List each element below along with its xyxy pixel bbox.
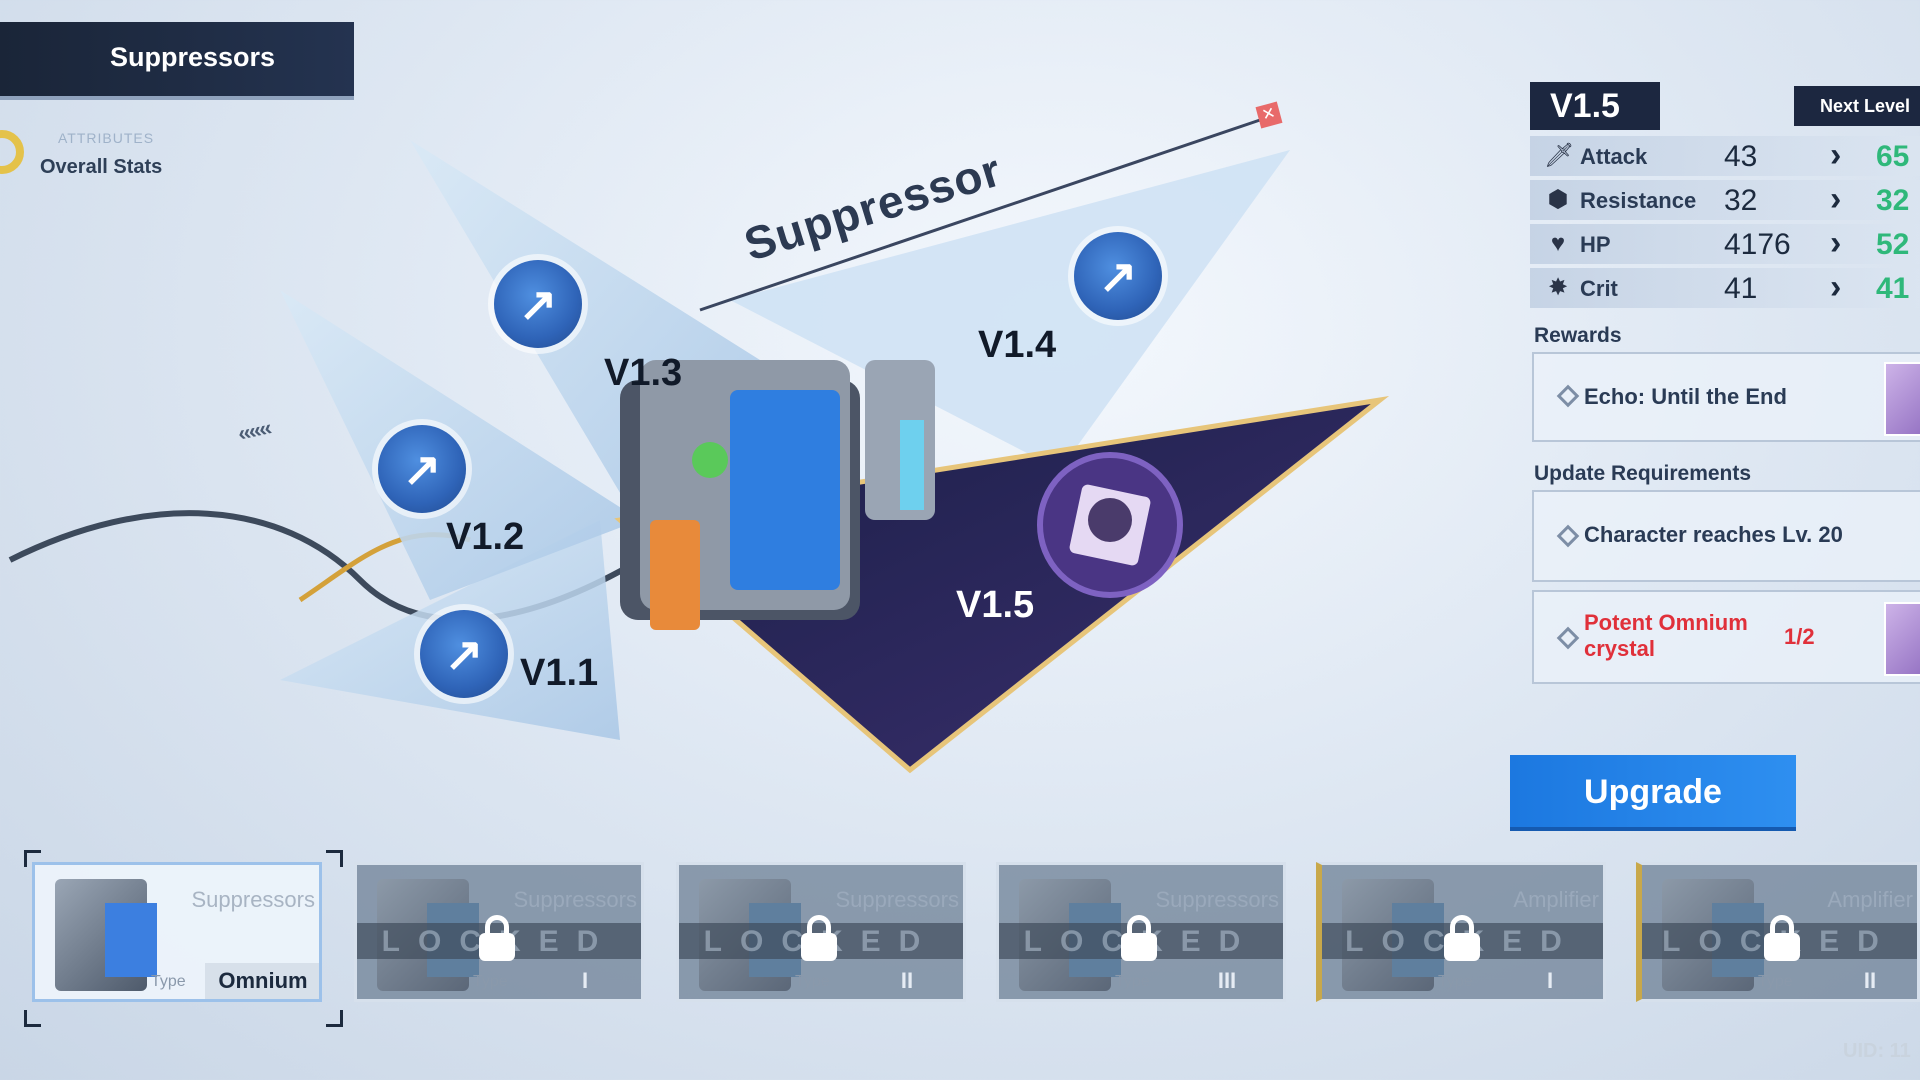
stat-next-value: 65 xyxy=(1876,140,1910,173)
stat-value: 32 xyxy=(1724,184,1758,217)
reward-thumbnail xyxy=(1884,362,1920,436)
uid-label: UID: 11 xyxy=(1843,1040,1911,1062)
suppressor-device xyxy=(620,360,935,630)
diamond-icon xyxy=(1556,524,1580,548)
slot-type-value: I xyxy=(1546,968,1554,993)
version-label-v1-2: V1.2 xyxy=(446,516,525,558)
slot-type-value: II xyxy=(900,968,914,993)
stat-name: HP xyxy=(1580,232,1611,257)
slot-name: Amplifier xyxy=(1513,887,1599,912)
slot-type-value: Omnium xyxy=(205,963,319,999)
reward-name: Echo: Until the End xyxy=(1584,384,1787,409)
material-name-line2: crystal xyxy=(1584,636,1655,661)
slot-name: Suppressors xyxy=(191,887,315,912)
slot-type-label: Type xyxy=(1438,973,1473,990)
lock-icon xyxy=(1764,915,1804,963)
slot-type-label: Type xyxy=(151,973,186,990)
slot-type-label: Type xyxy=(473,973,508,990)
panel-v1-4 xyxy=(730,150,1290,470)
chevron-right-icon: › xyxy=(1830,136,1842,174)
version-label-v1-1: V1.1 xyxy=(520,652,599,694)
material-count: 1/2 xyxy=(1784,624,1815,649)
stat-row-hp: ♥ HP 4176 › 52 xyxy=(1530,224,1920,264)
stat-row-attack: 🗡 Attack 43 › 65 xyxy=(1530,136,1920,176)
slot-name: Amplifier xyxy=(1827,887,1913,912)
selection-bracket xyxy=(326,1010,343,1027)
attributes-icon xyxy=(0,130,24,174)
selection-bracket xyxy=(24,1010,41,1027)
requirement-text: Character reaches Lv. 20 xyxy=(1584,522,1843,547)
next-level-tab[interactable]: Next Level xyxy=(1794,86,1920,126)
version-label-v1-4: V1.4 xyxy=(978,324,1057,366)
lock-icon xyxy=(479,915,519,963)
version-label-v1-5: V1.5 xyxy=(956,584,1035,626)
slot-name: Suppressors xyxy=(1155,887,1279,912)
requirement-item: Character reaches Lv. 20 xyxy=(1532,490,1920,582)
stat-next-value: 32 xyxy=(1876,184,1910,217)
stat-value: 4176 xyxy=(1724,228,1791,261)
upgrade-node-v1-2-icon[interactable]: ↗ xyxy=(378,425,466,513)
requirement-item-material[interactable]: Potent Omnium crystal 1/2 xyxy=(1532,590,1920,684)
current-version-tab[interactable]: V1.5 xyxy=(1530,82,1660,130)
module-slot-locked[interactable]: Amplifier LOCKED Type II xyxy=(1636,862,1920,1002)
diamond-icon xyxy=(1556,626,1580,650)
panel-v1-2 xyxy=(280,290,640,600)
upgrade-node-v1-4-icon[interactable]: ↗ xyxy=(1074,232,1162,320)
stat-value: 43 xyxy=(1724,140,1758,173)
stat-name: Attack xyxy=(1580,144,1648,169)
stat-name: Crit xyxy=(1580,276,1618,301)
selection-bracket xyxy=(24,850,41,867)
slot-type-label: Type xyxy=(1115,973,1150,990)
stat-name: Resistance xyxy=(1580,188,1697,213)
lock-icon xyxy=(1444,915,1484,963)
attributes-caption: ATTRIBUTES xyxy=(58,130,155,146)
chevron-right-icon: › xyxy=(1830,224,1842,262)
stat-next-value: 52 xyxy=(1876,228,1910,261)
stat-value: 41 xyxy=(1724,272,1758,305)
selection-bracket xyxy=(326,850,343,867)
heart-icon: ♥ xyxy=(1550,230,1566,257)
material-name-line1: Potent Omnium xyxy=(1584,610,1748,635)
shield-icon: ⬢ xyxy=(1547,186,1569,213)
slot-name: Suppressors xyxy=(513,887,637,912)
suppressor-device-thumbnail xyxy=(55,879,157,991)
stat-row-crit: ✸ Crit 41 › 41 xyxy=(1530,268,1920,308)
rewards-heading: Rewards xyxy=(1534,324,1622,347)
slot-type-label: Type xyxy=(795,973,830,990)
reward-item[interactable]: Echo: Until the End xyxy=(1532,352,1920,442)
slot-type-value: III xyxy=(1217,968,1237,993)
material-thumbnail xyxy=(1884,602,1920,676)
upgrade-node-v1-1-icon[interactable]: ↗ xyxy=(420,610,508,698)
chevron-right-icon: › xyxy=(1830,268,1842,306)
suppressor-upgrade-tree xyxy=(8,118,1390,774)
requirements-heading: Update Requirements xyxy=(1534,462,1752,485)
module-slot-locked[interactable]: Suppressors LOCKED Type I xyxy=(354,862,644,1002)
upgrade-button[interactable]: Upgrade xyxy=(1510,755,1796,827)
device-screen xyxy=(105,903,157,977)
upgrade-node-v1-3-icon[interactable]: ↗ xyxy=(494,260,582,348)
module-slot-locked[interactable]: Suppressors LOCKED Type III xyxy=(996,862,1286,1002)
version-label-v1-3: V1.3 xyxy=(604,352,683,394)
slot-name: Suppressors xyxy=(835,887,959,912)
overall-stats-button[interactable]: ATTRIBUTES Overall Stats xyxy=(0,120,220,190)
burst-icon: ✸ xyxy=(1547,274,1569,301)
module-slot-locked[interactable]: Amplifier LOCKED Type I xyxy=(1316,862,1606,1002)
header-bar: Suppressors xyxy=(0,22,354,100)
module-slot-selected[interactable]: Suppressors Type Omnium xyxy=(32,862,322,1002)
module-slot-locked[interactable]: Suppressors LOCKED Type II xyxy=(676,862,966,1002)
overall-stats-label: Overall Stats xyxy=(40,156,163,178)
stat-row-resistance: ⬢ Resistance 32 › 32 xyxy=(1530,180,1920,220)
slot-type-label: Type xyxy=(1758,973,1793,990)
sword-icon: 🗡 xyxy=(1544,142,1575,169)
lock-icon xyxy=(801,915,841,963)
lock-icon xyxy=(1121,915,1161,963)
chevron-right-icon: › xyxy=(1830,180,1842,218)
diamond-icon xyxy=(1556,384,1580,408)
page-title: Suppressors xyxy=(110,42,276,72)
stat-next-value: 41 xyxy=(1876,272,1910,305)
slot-type-value: I xyxy=(581,968,589,993)
slot-type-value: II xyxy=(1863,968,1877,993)
